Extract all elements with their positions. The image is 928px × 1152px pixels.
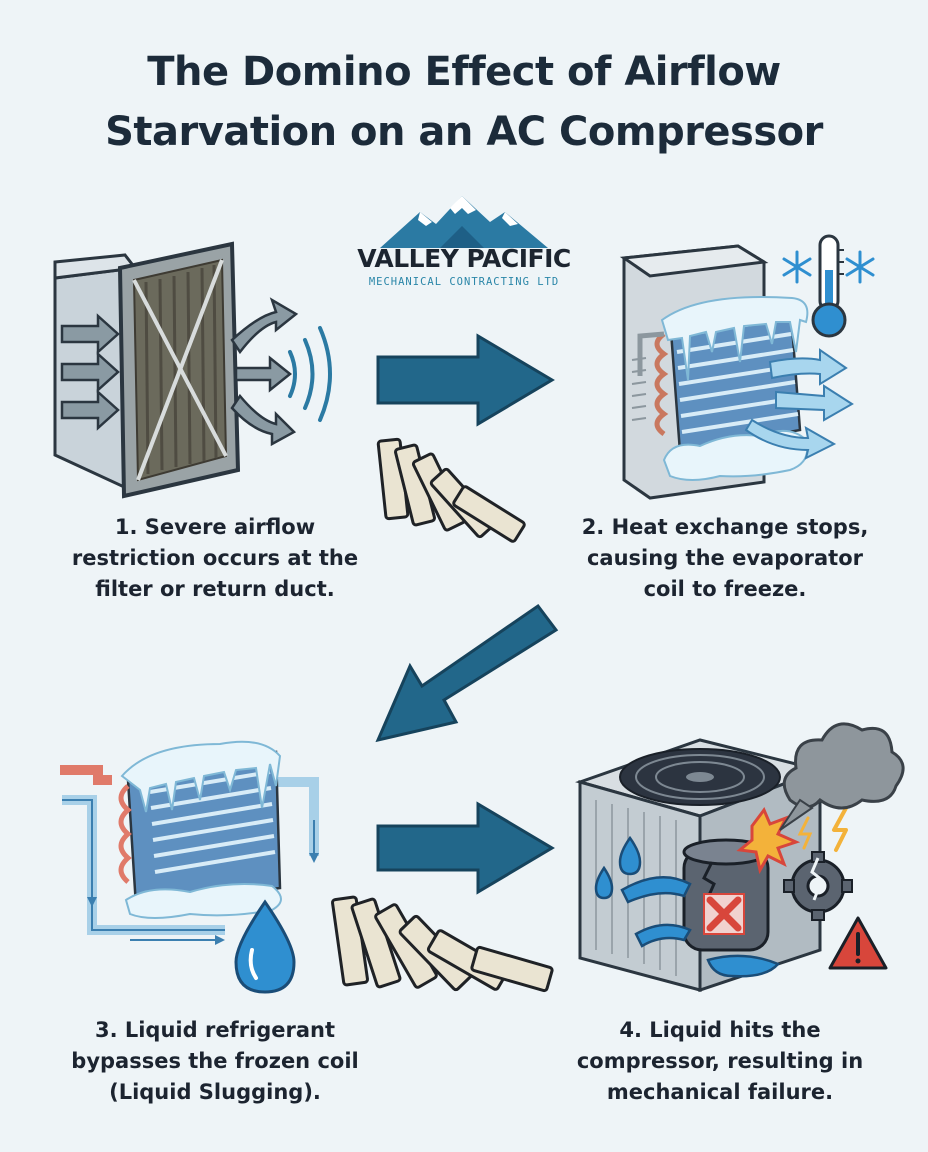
thermometer-icon (811, 234, 847, 338)
step-1-caption: 1. Severe airflow restriction occurs at … (30, 512, 400, 605)
flow-arrow-1 (376, 333, 555, 427)
caption-line: (Liquid Slugging). (109, 1080, 321, 1104)
warning-icon (828, 916, 888, 970)
clogged-filter-icon (53, 241, 332, 499)
caption-line: bypasses the frozen coil (71, 1049, 359, 1073)
flow-arrow-2 (375, 603, 559, 743)
water-drop-icon (234, 899, 296, 994)
spark-icon (736, 807, 801, 875)
step-3-caption: 3. Liquid refrigerant bypasses the froze… (30, 1015, 400, 1108)
logo-name: VALLEY PACIFIC (357, 244, 571, 273)
broken-gear-icon (783, 851, 853, 921)
snowflake-icon (782, 250, 875, 284)
logo-subtitle: MECHANICAL CONTRACTING LTD (368, 276, 560, 288)
title-line-2: Starvation on an AC Compressor (105, 109, 823, 155)
lightning-icon (832, 806, 848, 852)
failed-compressor-icon (575, 722, 905, 993)
caption-line: 1. Severe airflow (114, 515, 316, 539)
smoke-cloud-icon (782, 722, 905, 810)
caption-line: 3. Liquid refrigerant (94, 1018, 336, 1042)
caption-line: compressor, resulting in (576, 1049, 864, 1073)
caption-line: mechanical failure. (606, 1080, 834, 1104)
step-4-caption: 4. Liquid hits the compressor, resulting… (530, 1015, 910, 1108)
liquid-refrigerant-icon (60, 740, 319, 994)
caption-line: 4. Liquid hits the (619, 1018, 821, 1042)
flow-arrow-3 (376, 801, 555, 895)
caption-line: causing the evaporator (586, 546, 863, 570)
frozen-coil-icon (619, 234, 875, 500)
step-2-caption: 2. Heat exchange stops, causing the evap… (540, 512, 910, 605)
caption-line: 2. Heat exchange stops, (581, 515, 869, 539)
page-title: The Domino Effect of Airflow Starvation … (0, 42, 928, 162)
title-line-1: The Domino Effect of Airflow (147, 49, 781, 95)
logo-mountain-icon (380, 196, 548, 248)
caption-line: restriction occurs at the (71, 546, 359, 570)
caption-line: filter or return duct. (95, 577, 335, 601)
caption-line: coil to freeze. (643, 577, 807, 601)
falling-dominoes-icon-bottom (331, 895, 554, 993)
falling-dominoes-icon-top (376, 437, 526, 543)
water-splash-icon (594, 835, 781, 978)
failure-x-icon (706, 896, 742, 932)
